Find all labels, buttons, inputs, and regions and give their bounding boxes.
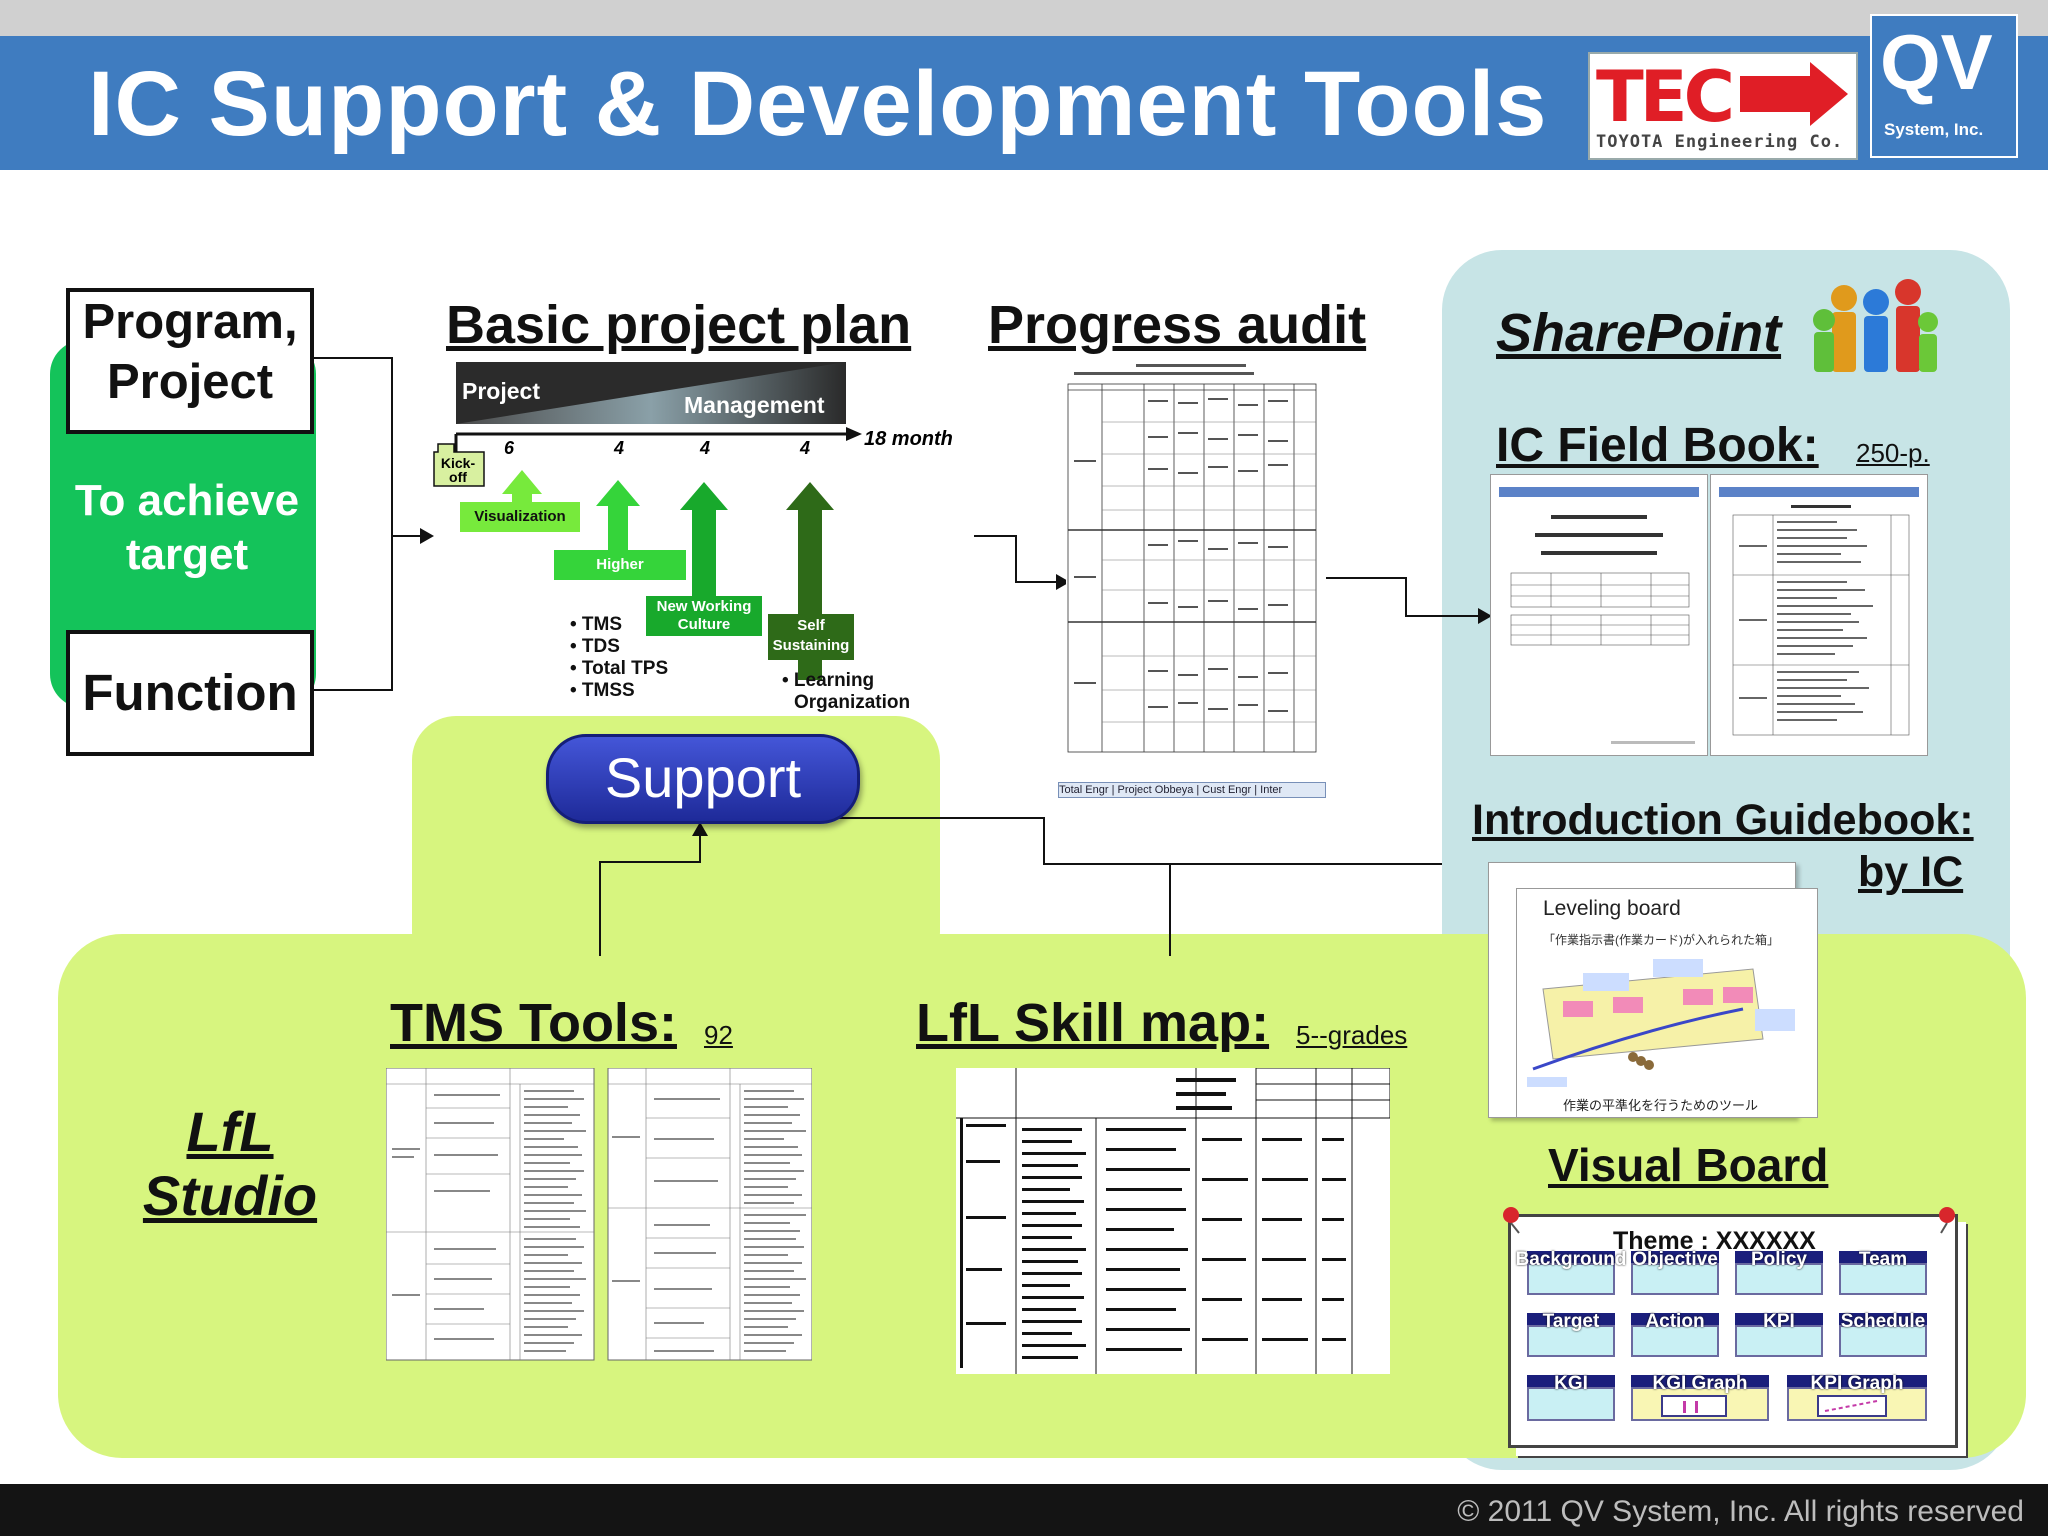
vb-label-background: Background: [1515, 1249, 1627, 1270]
intro-guidebook-by: by IC: [1858, 848, 1964, 896]
fieldbook-page-2: [1710, 474, 1928, 756]
sheet-tabs[interactable]: Total Engr | Project Obbeya | Cust Engr …: [1058, 782, 1326, 798]
lfl-studio-label: LfL Studio: [142, 1100, 318, 1227]
tick-2: 4: [614, 438, 625, 458]
skill-map-title: LfL Skill map:: [916, 993, 1270, 1053]
program-project-box: Program, Project: [66, 288, 314, 434]
kpi-graph-icon: [1817, 1395, 1887, 1417]
bullet-learning: • Learning: [782, 670, 875, 691]
stage-visualization: Visualization: [460, 502, 580, 532]
stage-self-sustaining: Self Sustaining: [768, 614, 854, 660]
leveling-title: Leveling board: [1543, 897, 1681, 920]
vb-cell-objective[interactable]: [1631, 1251, 1719, 1295]
fieldbook-title: IC Field Book:: [1496, 419, 1819, 472]
tec-logo-sub: TOYOTA Engineering Co.: [1596, 132, 1844, 152]
bullet-total-tps: • Total TPS: [570, 658, 669, 679]
vb-label-policy: Policy: [1751, 1249, 1807, 1270]
intro-guidebook-title: Introduction Guidebook:: [1472, 796, 1974, 844]
support-button[interactable]: Support: [546, 734, 860, 824]
vb-cell-background[interactable]: [1527, 1251, 1615, 1295]
slide-title: IC Support & Development Tools: [88, 53, 1548, 155]
kickoff-marker: [433, 443, 485, 487]
tick-1: 6: [504, 438, 515, 458]
arrow-icon: [1740, 62, 1848, 126]
skill-map-art: [956, 1067, 1391, 1374]
vb-cell-kgi[interactable]: [1527, 1375, 1615, 1421]
fieldbook-toc-art: [1719, 487, 1919, 736]
vb-cell-kpi[interactable]: [1735, 1313, 1823, 1357]
tms-tools-title: TMS Tools:: [390, 993, 677, 1053]
vb-cell-schedule[interactable]: [1839, 1313, 1927, 1357]
stage-new-working-culture: New Working Culture: [646, 596, 762, 636]
copyright-text: © 2011 QV System, Inc. All rights reserv…: [1457, 1495, 2024, 1528]
vb-label-action: Action: [1645, 1311, 1705, 1332]
vb-label-kpi-graph: KPI Graph: [1810, 1373, 1904, 1394]
tms-tools-tables: [385, 1067, 813, 1362]
top-strip: [0, 0, 2048, 36]
vb-label-team: Team: [1858, 1249, 1908, 1270]
project-label: Project: [462, 378, 540, 404]
visual-board: Theme : XXXXXX Background Objective Poli…: [1503, 1207, 1958, 1448]
vb-cell-policy[interactable]: [1735, 1251, 1823, 1295]
vb-label-kgi: KGI: [1554, 1373, 1588, 1394]
leveling-bottom-caption: 作業の平準化を行うためのツール: [1563, 1098, 1759, 1113]
basic-plan-title: Basic project plan: [446, 295, 912, 355]
visual-board-title: Visual Board: [1548, 1139, 1829, 1191]
to-achieve-target: To achieve target: [74, 476, 300, 579]
check-sheet-table: [1067, 364, 1317, 753]
vb-cell-action[interactable]: [1631, 1313, 1719, 1357]
visual-board-theme: Theme : XXXXXX: [1613, 1227, 1816, 1255]
leveling-board-illustration: [1527, 959, 1795, 1087]
progress-audit-title: Progress audit: [988, 295, 1367, 355]
bullet-tmss: • TMSS: [570, 680, 635, 701]
vb-label-kgi-graph: KGI Graph: [1652, 1373, 1748, 1394]
month-label: 18 month: [864, 428, 953, 450]
tick-4: 4: [800, 438, 811, 458]
management-label: Management: [684, 392, 825, 418]
skill-map-sheet: [956, 1067, 1391, 1374]
sharepoint-title: SharePoint: [1496, 303, 1782, 363]
vb-label-schedule: Schedule: [1840, 1311, 1926, 1332]
pin-icon-left: [1503, 1207, 1520, 1234]
bullet-organization: Organization: [794, 692, 911, 713]
tec-logo-text: TEC: [1596, 56, 1735, 138]
leveling-board-slide: Leveling board 「作業指示書(作業カード)が入れられた箱」 作業の…: [1516, 888, 1818, 1118]
vb-label-kpi: KPI: [1763, 1311, 1795, 1332]
pin-icon-right: [1939, 1207, 1955, 1234]
vb-label-objective: Objective: [1632, 1249, 1718, 1270]
tick-3: 4: [700, 438, 711, 458]
vb-label-target: Target: [1542, 1311, 1600, 1332]
fieldbook-cover-art: [1499, 487, 1699, 744]
function-box: Function: [66, 630, 314, 756]
qv-logo-text: QV: [1880, 18, 1993, 106]
qv-logo: QV System, Inc.: [1870, 14, 2018, 158]
vb-cell-kgi-graph[interactable]: [1631, 1375, 1769, 1421]
tec-logo: TEC TOYOTA Engineering Co.: [1588, 52, 1858, 160]
fieldbook-pages: 250-p.: [1856, 438, 1930, 468]
sharepoint-people-icon: [1813, 279, 1938, 372]
footer-bar: [0, 1484, 2048, 1536]
stage-higher-perspective: Higher Perspective: [554, 550, 686, 603]
tms-tools-count: 92: [704, 1020, 733, 1050]
tms-tools-table-art: [385, 1067, 813, 1361]
timeline-axis: [454, 427, 862, 452]
progress-check-sheet: [1066, 360, 1318, 756]
kgi-graph-icon: [1661, 1395, 1727, 1417]
vb-cell-team[interactable]: [1839, 1251, 1927, 1295]
qv-logo-sub: System, Inc.: [1884, 120, 1984, 139]
bullet-tds: • TDS: [570, 636, 620, 657]
skill-map-grades: 5--grades: [1296, 1020, 1408, 1050]
bullet-tms: • TMS: [570, 614, 623, 635]
vb-cell-target[interactable]: [1527, 1313, 1615, 1357]
project-management-banner: [456, 362, 846, 424]
fieldbook-page-1: [1490, 474, 1708, 756]
leveling-jp-caption: 「作業指示書(作業カード)が入れられた箱」: [1543, 933, 1779, 947]
kickoff-label: Kick-off: [440, 455, 476, 485]
